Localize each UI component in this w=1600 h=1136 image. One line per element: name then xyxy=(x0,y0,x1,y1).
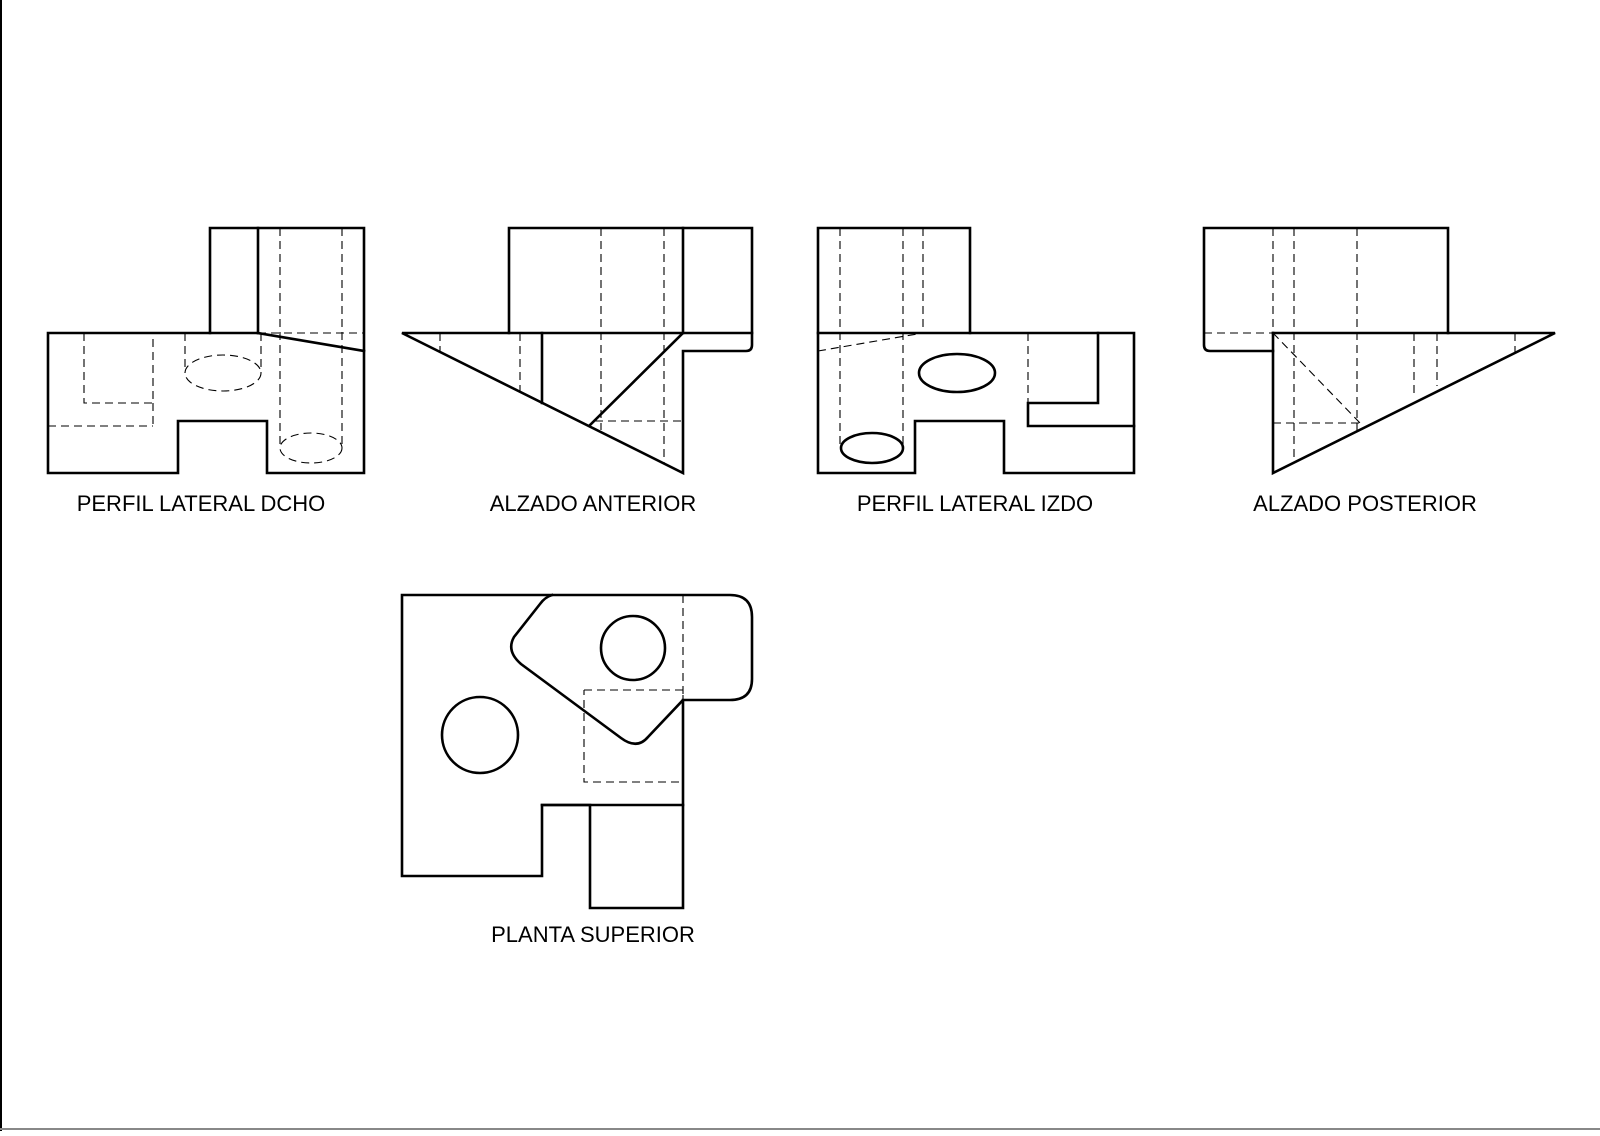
rear-elevation-visible-edges xyxy=(1202,226,1556,476)
front-elevation-visible-edges xyxy=(401,226,754,476)
right-profile-label: PERFIL LATERAL DCHO xyxy=(77,491,326,516)
right-profile-visible-edges xyxy=(46,226,366,475)
front-elevation-label: ALZADO ANTERIOR xyxy=(490,491,697,516)
right-profile-hidden-edges xyxy=(48,228,364,464)
view-left-profile: PERFIL LATERAL IZDO xyxy=(816,226,1136,516)
view-right-profile: PERFIL LATERAL DCHO xyxy=(46,226,366,516)
view-top-plan: PLANTA SUPERIOR xyxy=(400,593,754,947)
top-plan-label: PLANTA SUPERIOR xyxy=(491,922,695,947)
left-profile-hidden-edges xyxy=(817,228,1029,448)
sheet-border-bottom xyxy=(0,1128,1600,1130)
front-elevation-hidden-edges xyxy=(439,228,683,463)
sheet-border-left xyxy=(0,0,2,1131)
left-profile-visible-edges xyxy=(816,226,1136,475)
rear-elevation-hidden-edges xyxy=(1204,228,1516,463)
view-front-elevation: ALZADO ANTERIOR xyxy=(401,226,754,516)
top-plan-visible-edges xyxy=(400,593,754,910)
rear-elevation-label: ALZADO POSTERIOR xyxy=(1253,491,1477,516)
top-plan-hidden-edges xyxy=(583,595,684,783)
left-profile-label: PERFIL LATERAL IZDO xyxy=(857,491,1093,516)
view-rear-elevation: ALZADO POSTERIOR xyxy=(1202,226,1556,516)
